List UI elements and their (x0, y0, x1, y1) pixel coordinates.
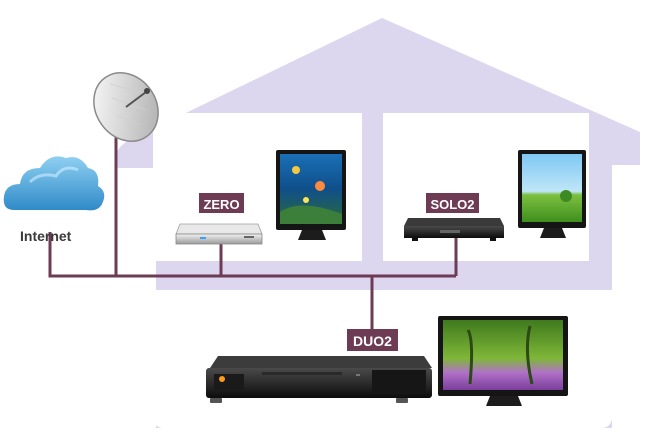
receiver-zero (175, 223, 263, 245)
tv-icon (438, 316, 568, 406)
tv-icon (276, 150, 346, 240)
zero-label-badge (199, 193, 244, 213)
tv-icon (518, 150, 586, 238)
receiver-solo2 (404, 218, 504, 241)
solo2-label-badge (426, 193, 479, 213)
solo2-label: SOLO2 (430, 197, 474, 212)
cloud-icon (3, 156, 105, 211)
zero-label: ZERO (203, 197, 239, 212)
duo2-label: DUO2 (353, 333, 392, 349)
internet-label: Internet (20, 228, 72, 244)
duo2-label-badge (347, 329, 398, 351)
satellite-dish-icon (93, 72, 159, 142)
receiver-duo2 (206, 356, 432, 403)
